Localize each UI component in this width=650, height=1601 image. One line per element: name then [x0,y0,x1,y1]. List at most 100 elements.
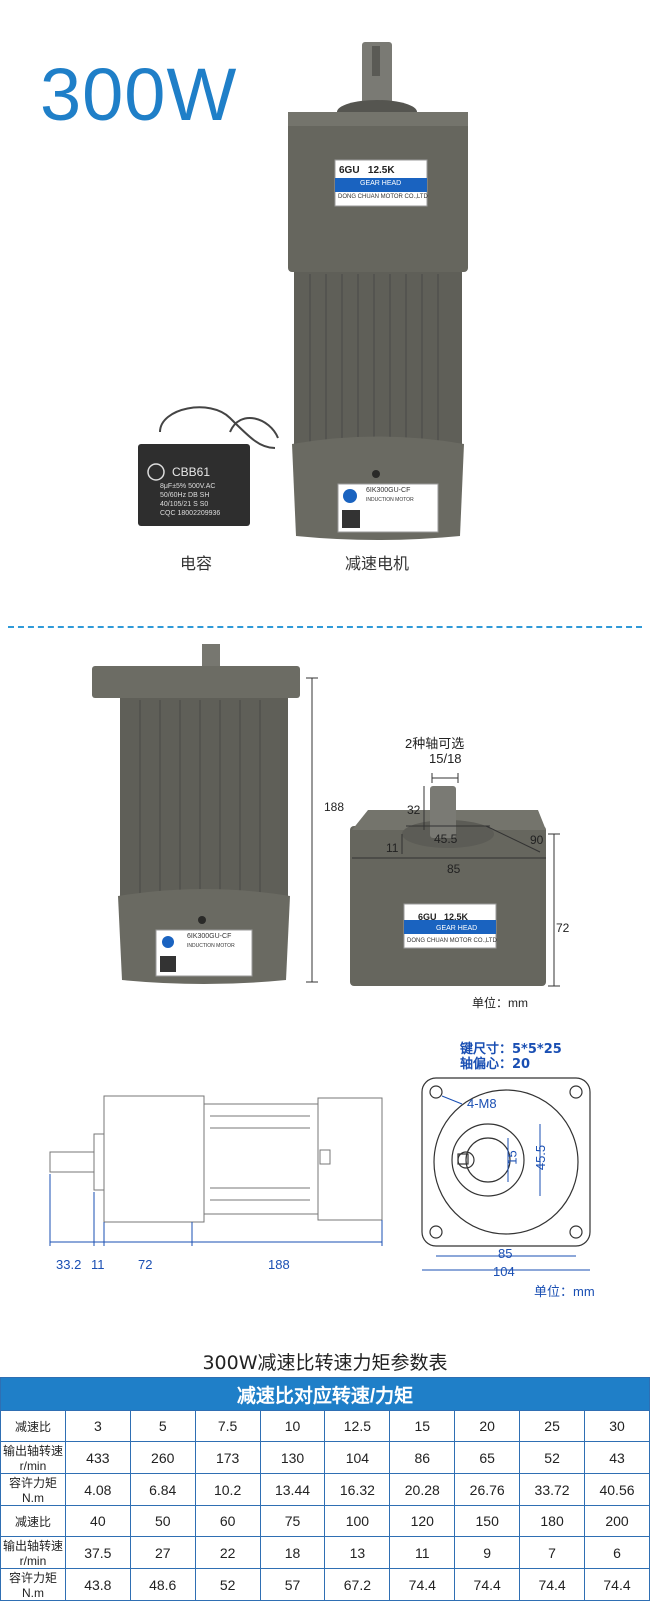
table-cell: 200 [584,1505,650,1537]
table-cell: 18 [259,1536,326,1569]
table-cell: 40 [64,1505,131,1537]
table-cell: 27 [129,1536,196,1569]
table-cell: 13 [324,1536,391,1569]
page-title: 300W [40,53,238,136]
table-cell: 22 [194,1536,261,1569]
dim-depth: 90 [530,833,544,847]
table-cell: 43.8 [64,1568,131,1601]
row-label: 减速比 [0,1505,66,1537]
table-cell: 11 [389,1536,456,1569]
dim-boss-height: 11 [386,841,399,855]
gearhead-label-maker: DONG CHUAN MOTOR CO.,LTD [338,194,428,200]
capacitor-photo [138,406,279,526]
dim-45-5: 45.5 [533,1144,549,1171]
dim-shaft-diameter: 15/18 [429,751,462,766]
photo-gear-label-model: 6GU 12.5K [418,912,469,922]
table-title: 300W减速比转速力矩参数表 [202,1352,448,1374]
dim-11: 11 [91,1257,105,1272]
table-cell: 433 [64,1441,131,1474]
table-cell: 30 [584,1410,650,1442]
dim-gear-height: 72 [556,921,570,935]
motor-label-model: 6IK300GU-CF [366,487,411,494]
unit-note-photo: 单位：mm [472,996,528,1010]
table-cell: 12.5 [324,1410,391,1442]
dim-height-188: 188 [324,800,345,814]
table-cell: 20.28 [389,1473,456,1506]
table-cell: 75 [259,1505,326,1537]
table-cell: 180 [519,1505,586,1537]
shaft-offset-note: 轴偏心：20 [460,1057,531,1072]
motor-label-type: INDUCTION MOTOR [366,497,414,503]
photo-motor-label-type: INDUCTION MOTOR [187,943,235,949]
hole-label: 4-M8 [467,1096,497,1111]
table-cell: 74.4 [584,1568,650,1601]
capacitor-brand: CBB61 [172,465,211,479]
section-divider [8,626,642,628]
table-cell: 7.5 [194,1410,261,1442]
table-cell: 48.6 [129,1568,196,1601]
unit-note-drawing: 单位：mm [534,1284,595,1299]
table-cell: 130 [259,1441,326,1474]
table-cell: 57 [259,1568,326,1601]
table-cell: 16.32 [324,1473,391,1506]
table-cell: 25 [519,1410,586,1442]
table-cell: 52 [519,1441,586,1474]
table-cell: 5 [129,1410,196,1442]
table-cell: 10 [259,1410,326,1442]
table-cell: 67.2 [324,1568,391,1601]
capacitor-spec: 8μF±5% 500V.AC 50/60Hz DB SH 40/105/21 S… [160,483,221,517]
table-cell: 52 [194,1568,261,1601]
dim-15: 15 [504,1150,520,1165]
table-cell: 3 [64,1410,131,1442]
row-label: 输出轴转速r/min [0,1441,66,1474]
row-label: 容许力矩 N.m [0,1568,66,1601]
table-cell: 20 [454,1410,521,1442]
table-cell: 150 [454,1505,521,1537]
dim-104: 104 [493,1264,515,1279]
table-cell: 6 [584,1536,650,1569]
gearhead-label-model: 6GU 12.5K [339,165,395,176]
table-cell: 50 [129,1505,196,1537]
table-cell: 40.56 [584,1473,650,1506]
row-label: 容许力矩 N.m [0,1473,66,1506]
dim-33-2: 33.2 [56,1257,82,1272]
table-cell: 173 [194,1441,261,1474]
gearhead-label-name: GEAR HEAD [360,180,402,187]
table-cell: 65 [454,1441,521,1474]
table-cell: 13.44 [259,1473,326,1506]
technical-drawing [49,1077,591,1271]
table-cell: 74.4 [519,1568,586,1601]
table-cell: 26.76 [454,1473,521,1506]
table-cell: 37.5 [64,1536,131,1569]
table-cell: 15 [389,1410,456,1442]
table-header: 减速比对应转速/力矩 [0,1377,650,1411]
key-size-note: 键尺寸：5*5*25 [460,1042,562,1057]
table-cell: 6.84 [129,1473,196,1506]
table-cell: 60 [194,1505,261,1537]
photo-gear-label-maker: DONG CHUAN MOTOR CO.,LTD [407,938,497,944]
photo-gear-label-name: GEAR HEAD [436,925,478,932]
table-cell: 4.08 [64,1473,131,1506]
table-cell: 120 [389,1505,456,1537]
capacitor-caption: 电容 [180,554,213,573]
dim-85: 85 [498,1246,513,1261]
row-label: 减速比 [0,1410,66,1442]
table-cell: 104 [324,1441,391,1474]
dim-boss-diameter: 45.5 [434,832,458,846]
dim-shaft-length: 32 [407,803,421,817]
dimension-photos [92,644,560,987]
table-cell: 100 [324,1505,391,1537]
photo-motor-label-model: 6IK300GU-CF [187,933,232,940]
table-cell: 74.4 [454,1568,521,1601]
row-label: 输出轴转速r/min [0,1536,66,1569]
dim-72: 72 [138,1257,153,1272]
table-cell: 86 [389,1441,456,1474]
table-cell: 260 [129,1441,196,1474]
dim-width: 85 [447,862,461,876]
gear-motor-photo [288,42,468,540]
